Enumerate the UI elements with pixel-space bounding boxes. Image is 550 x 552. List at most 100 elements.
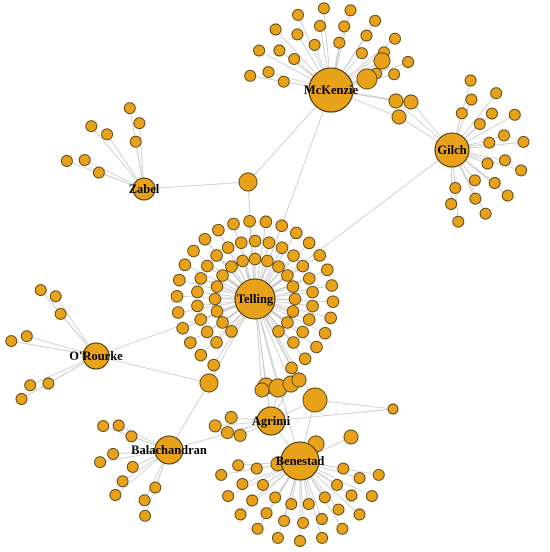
edge-telling-orourke xyxy=(95,298,256,357)
telling-leaf-node xyxy=(287,336,300,349)
mckenzie-leaf-node xyxy=(262,66,275,79)
hub-node-mckenzie xyxy=(308,67,354,113)
benestad-leaf-node xyxy=(271,531,284,544)
mckenzie-leaf-node xyxy=(360,29,373,42)
benestad-leaf-node xyxy=(246,494,259,507)
zabel-leaf-node xyxy=(92,166,105,179)
telling-leaf-node xyxy=(287,249,300,262)
benestad-leaf-node xyxy=(337,462,350,475)
telling-leaf-node xyxy=(210,336,223,349)
benestad-leaf-node xyxy=(345,489,358,502)
balachandran-leaf-node xyxy=(116,475,129,488)
benestad-leaf-node xyxy=(353,508,366,521)
edge-agrimi-a8 xyxy=(270,408,394,422)
telling-leaf-node xyxy=(207,358,220,372)
telling-leaf-node xyxy=(200,325,214,339)
mckenzie-leaf-node xyxy=(253,44,266,57)
hub-node-telling xyxy=(234,278,276,320)
mckenzie-leaf-node xyxy=(314,19,326,32)
telling-leaf-node xyxy=(285,361,298,375)
benestad-leaf-node xyxy=(232,459,245,472)
telling-leaf-node xyxy=(171,306,185,319)
balachandran-leaf-node xyxy=(149,481,162,494)
mckenzie-leaf-node xyxy=(308,38,321,51)
gilch-leaf-node xyxy=(468,174,481,187)
benestad-leaf-node xyxy=(365,490,378,503)
telling-leaf-node xyxy=(281,316,294,329)
telling-leaf-node xyxy=(248,252,262,266)
balachandran-leaf-node xyxy=(125,430,138,443)
hub-label-agrimi: Agrimi xyxy=(252,414,291,428)
benestad-leaf-node xyxy=(318,491,331,504)
hub-node-zabel xyxy=(132,177,156,201)
telling-leaf-node xyxy=(225,325,238,338)
edge-orourke-leaf xyxy=(40,289,97,357)
bridge-node-a7 xyxy=(343,429,359,445)
benestad-leaf-node xyxy=(257,478,269,491)
balachandran-leaf-node xyxy=(109,489,122,501)
gilch-leaf-node xyxy=(498,129,510,142)
gilch-leaf-node xyxy=(490,87,503,100)
telling-leaf-node xyxy=(296,259,310,273)
telling-leaf-node xyxy=(191,299,204,313)
telling-leaf-node xyxy=(272,325,285,338)
telling-leaf-node xyxy=(178,258,192,272)
gilch-leaf-node xyxy=(473,118,486,131)
gilch-leaf-node xyxy=(483,136,496,149)
hub-node-orourke xyxy=(82,342,110,370)
bridge-node-b1 xyxy=(238,172,258,192)
telling-leaf-node xyxy=(262,236,276,249)
balachandran-leaf-node xyxy=(126,460,139,473)
benestad-leaf-node xyxy=(336,522,349,535)
benestad-leaf-node xyxy=(353,472,366,485)
benestad-leaf-node xyxy=(372,468,385,481)
balachandran-leaf-node xyxy=(138,494,151,507)
telling-leaf-node xyxy=(298,352,312,366)
telling-leaf-node xyxy=(210,280,224,293)
bridge-node-a5 xyxy=(254,382,270,398)
telling-leaf-node xyxy=(310,340,323,354)
orourke-leaf-node xyxy=(15,393,28,405)
hub-label-zabel: Zabel xyxy=(129,182,160,196)
edge-layer xyxy=(11,8,524,541)
telling-leaf-node xyxy=(261,254,274,268)
bridge-node-a6 xyxy=(302,387,328,413)
edge-b1-zabel xyxy=(143,181,249,190)
bridge-node-m2 xyxy=(373,52,391,70)
telling-leaf-node xyxy=(208,292,222,306)
telling-leaf-node xyxy=(216,269,229,282)
bridge-node-b2 xyxy=(199,373,219,393)
bridge-node-c3 xyxy=(391,109,407,125)
hub-label-orourke: O'Rourke xyxy=(69,349,123,363)
benestad-leaf-node xyxy=(234,508,247,521)
telling-leaf-node xyxy=(194,313,207,326)
bridge-node-c2 xyxy=(403,94,419,110)
hub-label-mckenzie: McKenzie xyxy=(304,83,359,97)
mckenzie-leaf-node xyxy=(273,44,286,57)
orourke-leaf-node xyxy=(5,335,18,348)
telling-leaf-node xyxy=(296,325,309,339)
telling-leaf-node xyxy=(275,219,288,232)
gilch-leaf-node xyxy=(488,177,501,189)
telling-leaf-node xyxy=(302,236,316,250)
node-layer xyxy=(5,2,530,547)
balachandran-leaf-node xyxy=(112,419,125,432)
edge-orourke-leaf xyxy=(21,355,97,400)
orourke-leaf-node xyxy=(34,284,47,297)
bridge-node-c1 xyxy=(388,93,404,109)
telling-leaf-node xyxy=(194,272,208,285)
gilch-leaf-node xyxy=(479,207,492,220)
telling-leaf-node xyxy=(318,326,332,340)
mckenzie-leaf-node xyxy=(389,32,401,45)
telling-leaf-node xyxy=(325,279,339,292)
telling-leaf-node xyxy=(286,305,300,318)
orourke-leaf-node xyxy=(54,307,67,320)
gilch-leaf-node xyxy=(485,107,498,120)
label-layer: McKenzie Gilch Zabel Telling O'Rourke Ag… xyxy=(69,83,466,468)
gilch-leaf-node xyxy=(515,164,528,177)
telling-leaf-node xyxy=(303,272,316,285)
edge-zabel-leaf xyxy=(66,160,145,190)
orourke-leaf-node xyxy=(42,377,55,390)
mckenzie-leaf-node xyxy=(369,14,382,27)
hub-node-gilch xyxy=(434,132,470,168)
